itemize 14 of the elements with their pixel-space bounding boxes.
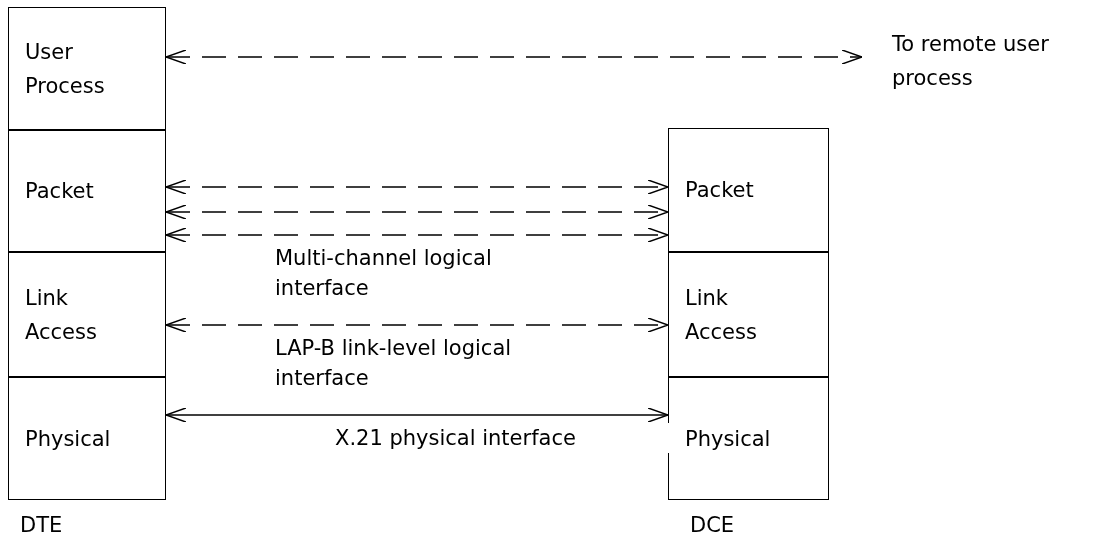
interface-arrow [165, 317, 669, 333]
protocol-layer-box: Packet [668, 128, 829, 252]
protocol-layer-box: Physical [8, 377, 166, 500]
protocol-layer-box: Link Access [668, 252, 829, 377]
interface-arrow [165, 407, 669, 423]
destination-label: To remote user process [862, 30, 1092, 92]
interface-arrow [165, 227, 669, 243]
protocol-layer-box: Link Access [8, 252, 166, 377]
interface-arrow [165, 204, 669, 220]
protocol-layer-box: User Process [8, 7, 166, 130]
protocol-layer-box: Physical [668, 377, 829, 500]
protocol-layer-box: Packet [8, 130, 166, 252]
interface-arrow [165, 49, 863, 65]
interface-arrow [165, 179, 669, 195]
